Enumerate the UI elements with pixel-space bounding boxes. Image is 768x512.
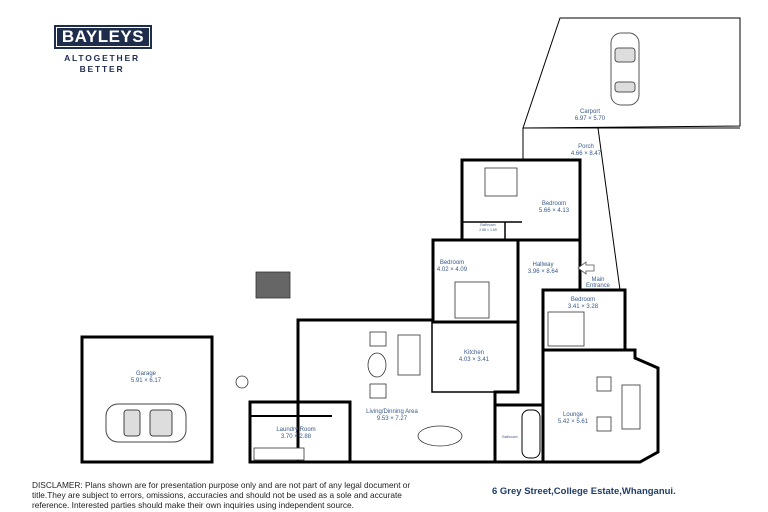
hallway-dims: 3.96 × 8.64	[528, 269, 559, 275]
bedroom-3-dims: 3.41 × 3.28	[568, 304, 599, 310]
entrance-arrow-icon	[577, 261, 595, 275]
bed-icon	[547, 311, 585, 347]
lounge-label: Lounge	[563, 412, 584, 418]
bed-icon	[484, 167, 518, 197]
hallway-label: Hallway	[532, 262, 553, 268]
ensuite-dims: 2.68 × 1.59	[479, 228, 497, 232]
garage-label: Garage	[136, 371, 157, 377]
lounge-walls	[541, 348, 660, 464]
bedroom-1-label: Bedroom	[542, 201, 566, 207]
property-address: 6 Grey Street,College Estate,Whanganui.	[492, 486, 676, 497]
carport-label: Carport	[580, 109, 600, 115]
bedroom-2-label: Bedroom	[440, 260, 464, 266]
bathroom-walls	[493, 403, 545, 464]
laundry-walls	[248, 400, 352, 464]
bed-icon	[454, 281, 490, 319]
armchair-icon	[369, 383, 387, 399]
kitchen-walls	[431, 321, 519, 393]
kitchen-label: Kitchen	[464, 350, 484, 356]
laundry-tubs-icon	[253, 447, 305, 461]
bedroom-2-dims: 4.02 × 4.09	[437, 267, 468, 273]
laundry-label: Laundry Room	[276, 427, 315, 433]
logo-tagline-1: ALTOGETHER	[64, 53, 140, 63]
laundry-dims: 3.70 × 2.88	[281, 434, 312, 440]
bedroom-1-dims: 5.66 × 4.13	[539, 208, 570, 214]
logo-tagline-2: BETTER	[79, 64, 125, 74]
dining-table-icon	[417, 425, 463, 447]
furniture	[235, 167, 641, 461]
main-entrance-label-2: Entrance	[586, 283, 611, 289]
porch-dims: 4.66 × 8.47	[571, 151, 602, 157]
bedroom-3-label: Bedroom	[571, 297, 595, 303]
carport-dims: 6.97 × 5.70	[575, 116, 606, 122]
car-icon	[610, 32, 640, 106]
porch-label: Porch	[578, 144, 594, 150]
sofa-icon	[397, 334, 421, 376]
armchair-icon	[596, 376, 612, 392]
sofa-icon	[621, 384, 641, 430]
main-entrance-label-1: Main	[591, 277, 604, 283]
carport-outline	[522, 17, 741, 129]
living-label: Living/Dinning Area	[366, 409, 418, 415]
garage-walls	[80, 335, 214, 464]
armchair-icon	[596, 416, 612, 432]
coffee-table-icon	[367, 352, 387, 378]
bayleys-logo: BAYLEYS	[54, 25, 152, 49]
garage-car-icon	[105, 403, 187, 443]
garage-dims: 5.91 × 6.17	[131, 378, 162, 384]
armchair-icon	[369, 331, 387, 347]
kitchen-dims: 4.03 × 3.41	[459, 357, 490, 363]
bathroom-label: Bathroom	[502, 435, 517, 439]
lounge-dims: 5.42 × 5.61	[558, 419, 589, 425]
living-dims: 9.53 × 7.27	[377, 416, 408, 422]
outdoor-table-icon	[255, 271, 291, 299]
disclaimer: DISCLAMER: Plans shown are for presentat…	[32, 480, 411, 510]
ensuite-label: Bathroom	[480, 223, 495, 227]
bbq-icon	[235, 375, 249, 389]
